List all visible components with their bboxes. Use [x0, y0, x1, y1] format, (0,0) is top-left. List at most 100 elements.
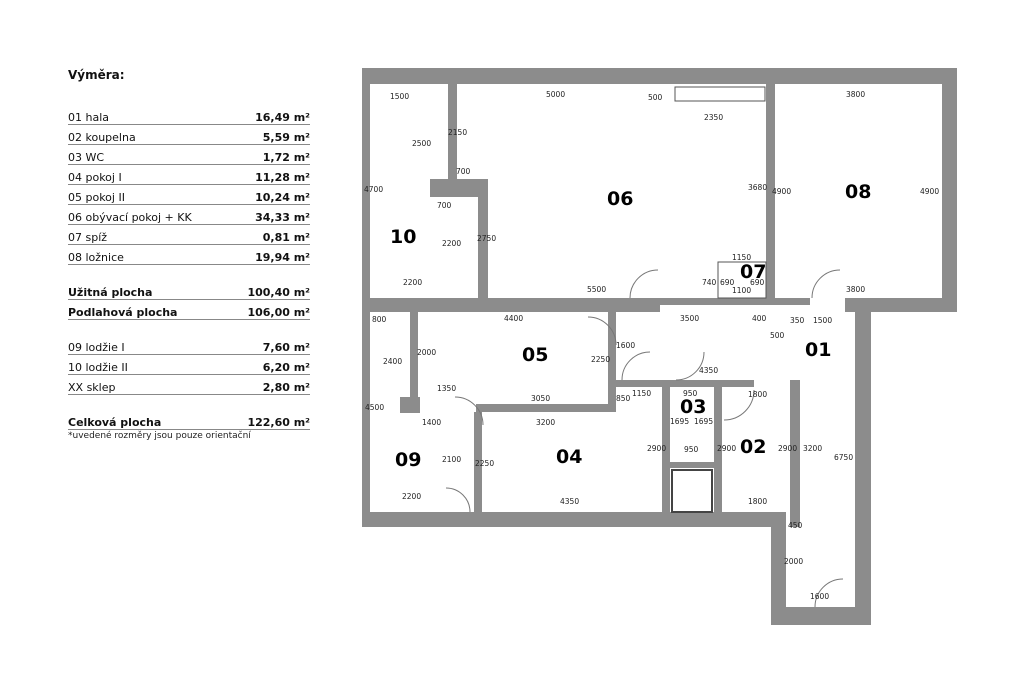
dim-3200-a: 3200 [536, 418, 555, 427]
floor-area-label: Podlahová plocha [68, 306, 178, 319]
usable-area-row: Užitná plocha 100,40 m² [68, 280, 310, 300]
dim-2000-b: 2000 [784, 557, 803, 566]
dim-1150-a: 1150 [732, 253, 751, 262]
area-row-label: 04 pokoj I [68, 171, 122, 184]
total-area-label: Celková plocha [68, 416, 162, 429]
area-row-value: 2,80 m² [262, 381, 310, 394]
floor-area-row: Podlahová plocha 106,00 m² [68, 300, 310, 320]
dim-800: 800 [372, 315, 387, 324]
dim-950-b: 950 [684, 445, 699, 454]
room-label-08: 08 [845, 181, 871, 203]
room-label-01: 01 [805, 339, 831, 361]
dim-740: 740 [702, 278, 717, 287]
dim-2200-b: 2200 [403, 278, 422, 287]
dim-4400: 4400 [504, 314, 523, 323]
interior-walls [370, 84, 855, 527]
room-label-05: 05 [522, 344, 548, 366]
area-row-value: 34,33 m² [255, 211, 310, 224]
legend-title: Výměra: [68, 68, 125, 82]
dim-4700: 4700 [364, 185, 383, 194]
dim-4900-left: 4900 [772, 187, 791, 196]
area-row-value: 0,81 m² [262, 231, 310, 244]
room-label-02: 02 [740, 436, 766, 458]
dim-5500: 5500 [587, 285, 606, 294]
area-row: 02 koupelna 5,59 m² [68, 125, 310, 145]
window-top [674, 86, 766, 102]
dim-4900-right: 4900 [920, 187, 939, 196]
dim-2500: 2500 [412, 139, 431, 148]
area-row-label: 05 pokoj II [68, 191, 125, 204]
dim-2900-a: 2900 [647, 444, 666, 453]
dim-1500: 1500 [390, 92, 409, 101]
dim-1500-b: 1500 [813, 316, 832, 325]
dim-1600-a: 1600 [616, 341, 635, 350]
usable-area-label: Užitná plocha [68, 286, 153, 299]
dim-1800-b: 1800 [748, 497, 767, 506]
total-area-value: 122,60 m² [247, 416, 310, 429]
room-label-04: 04 [556, 446, 582, 468]
area-row-value: 5,59 m² [262, 131, 310, 144]
area-row-value: 10,24 m² [255, 191, 310, 204]
dim-4350-a: 4350 [699, 366, 718, 375]
dim-4350-b: 4350 [560, 497, 579, 506]
area-row-label: 06 obývací pokoj + KK [68, 211, 192, 224]
dim-2250-a: 2250 [591, 355, 610, 364]
dim-2400: 2400 [383, 357, 402, 366]
dim-3050: 3050 [531, 394, 550, 403]
dim-400: 400 [752, 314, 767, 323]
dim-1400: 1400 [422, 418, 441, 427]
area-row: 06 obývací pokoj + KK 34,33 m² [68, 205, 310, 225]
area-row: 07 spíž 0,81 m² [68, 225, 310, 245]
area-row-label: 08 ložnice [68, 251, 124, 264]
dim-2150: 2150 [448, 128, 467, 137]
area-row-label: 02 koupelna [68, 131, 136, 144]
area-row: 05 pokoj II 10,24 m² [68, 185, 310, 205]
dim-700-b: 700 [437, 201, 452, 210]
dim-5000: 5000 [546, 90, 565, 99]
dim-1600-b: 1600 [810, 592, 829, 601]
area-row-label: 01 hala [68, 111, 110, 124]
area-row-label: 09 lodžie I [68, 341, 125, 354]
dim-2100: 2100 [442, 455, 461, 464]
dim-3680: 3680 [748, 183, 767, 192]
dim-700-a: 700 [456, 167, 471, 176]
area-row-value: 1,72 m² [262, 151, 310, 164]
room-label-03: 03 [680, 396, 706, 418]
dim-850: 850 [616, 394, 631, 403]
area-row-label: 07 spíž [68, 231, 108, 244]
dim-450: 450 [788, 521, 803, 530]
area-row-value: 19,94 m² [255, 251, 310, 264]
dim-2900-b: 2900 [717, 444, 736, 453]
dim-1100: 1100 [732, 286, 751, 295]
area-row-value: 6,20 m² [262, 361, 310, 374]
area-row: 04 pokoj I 11,28 m² [68, 165, 310, 185]
cellar-box [671, 469, 713, 513]
area-row: 01 hala 16,49 m² [68, 105, 310, 125]
area-row-value: 11,28 m² [255, 171, 310, 184]
dim-1695-a: 1695 [670, 417, 689, 426]
dim-2200-a: 2200 [442, 239, 461, 248]
dim-3800-bottom: 3800 [846, 285, 865, 294]
dim-1800-a: 1800 [748, 390, 767, 399]
room-label-10: 10 [390, 226, 416, 248]
area-row-value: 16,49 m² [255, 111, 310, 124]
dim-1695-b: 1695 [694, 417, 713, 426]
exterior-wall [362, 68, 957, 625]
floor-area-value: 106,00 m² [247, 306, 310, 319]
dim-6750: 6750 [834, 453, 853, 462]
dim-690-b: 690 [750, 278, 765, 287]
dim-2900-c: 2900 [778, 444, 797, 453]
area-legend: Výměra: 01 hala 16,49 m² 02 koupelna 5,59 m… [68, 68, 310, 441]
area-row: 08 ložnice 19,94 m² [68, 245, 310, 265]
area-row-label: 10 lodžie II [68, 361, 128, 374]
dim-950-a: 950 [683, 389, 698, 398]
dim-3800-top: 3800 [846, 90, 865, 99]
dim-1350: 1350 [437, 384, 456, 393]
room-label-06: 06 [607, 188, 633, 210]
dim-2750: 2750 [477, 234, 496, 243]
usable-area-value: 100,40 m² [247, 286, 310, 299]
